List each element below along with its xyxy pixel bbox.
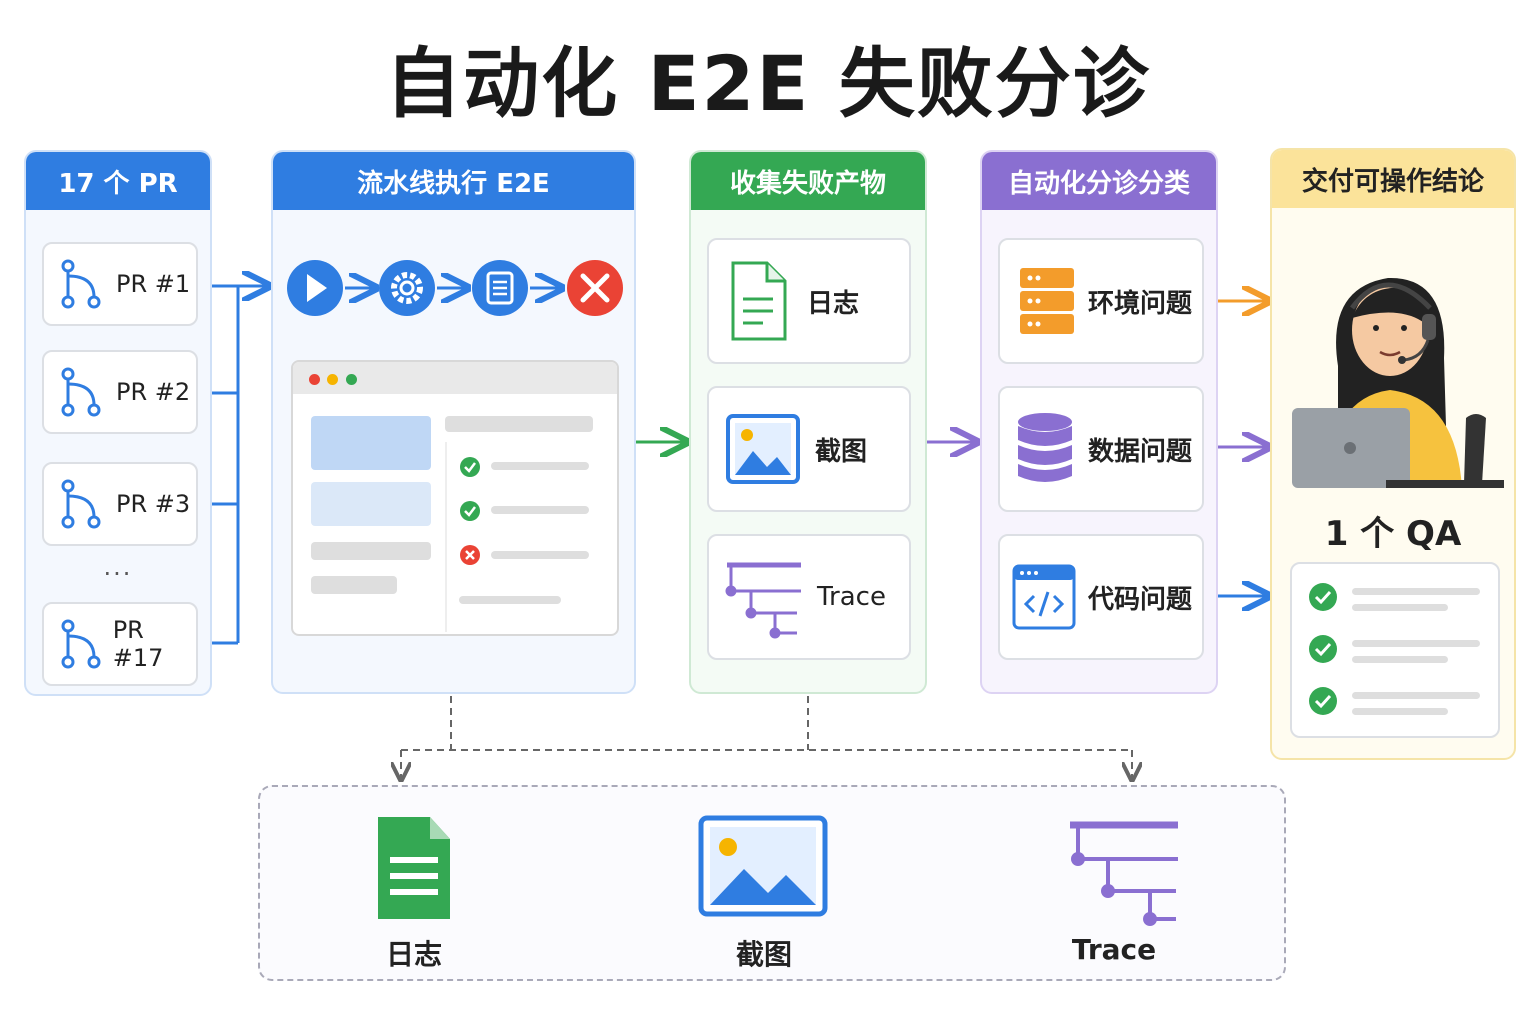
deliver-panel: 交付可操作结论 1 个 QA bbox=[1270, 148, 1516, 760]
placeholder-line bbox=[311, 542, 431, 560]
triage-env[interactable]: 环境问题 bbox=[998, 238, 1204, 364]
pr-card-3[interactable]: PR #3 bbox=[42, 462, 198, 546]
artifact-label: 日志 bbox=[807, 288, 860, 319]
triage-label: 数据问题 bbox=[1088, 436, 1193, 467]
git-branch-icon bbox=[61, 479, 101, 529]
artifact-log[interactable]: 日志 bbox=[707, 238, 911, 364]
artifact-screenshot[interactable]: 截图 bbox=[707, 386, 911, 512]
image-icon bbox=[698, 815, 828, 917]
browser-titlebar bbox=[293, 362, 617, 394]
trace-icon bbox=[725, 562, 801, 639]
pipeline-panel-header: 流水线执行 E2E bbox=[273, 152, 634, 210]
pr-label: PR #3 bbox=[116, 490, 191, 518]
error-icon bbox=[460, 545, 480, 565]
check-icon bbox=[1309, 635, 1337, 663]
storage-label: Trace bbox=[1071, 933, 1157, 966]
maximize-dot bbox=[346, 374, 357, 385]
pipeline-steps bbox=[287, 260, 623, 316]
pr-card-2[interactable]: PR #2 bbox=[42, 350, 198, 434]
placeholder-line bbox=[1352, 708, 1448, 715]
pr-label: PR #17 bbox=[112, 616, 164, 672]
triage-panel: 自动化分诊分类 环境问题 数据问题 代码问题 bbox=[980, 150, 1218, 694]
triage-data[interactable]: 数据问题 bbox=[998, 386, 1204, 512]
log-file-icon bbox=[378, 817, 450, 919]
content-block bbox=[311, 482, 431, 526]
artifacts-panel: 收集失败产物 日志 截图 Trace bbox=[689, 150, 927, 694]
trace-icon bbox=[1070, 821, 1178, 926]
triage-label: 代码问题 bbox=[1088, 584, 1193, 615]
triage-code[interactable]: 代码问题 bbox=[998, 534, 1204, 660]
triage-panel-header: 自动化分诊分类 bbox=[982, 152, 1216, 210]
git-branch-icon bbox=[61, 619, 101, 669]
placeholder-line bbox=[459, 596, 561, 604]
qa-person-illustration bbox=[1292, 277, 1504, 488]
close-dot bbox=[309, 374, 320, 385]
log-file-icon bbox=[731, 261, 787, 341]
conclusion-checklist bbox=[1290, 562, 1500, 738]
content-block bbox=[311, 416, 431, 470]
pr-panel-header: 17 个 PR bbox=[26, 152, 210, 210]
play-icon bbox=[287, 260, 343, 316]
placeholder-line bbox=[311, 576, 397, 594]
triage-label: 环境问题 bbox=[1088, 288, 1193, 319]
placeholder-line bbox=[1352, 692, 1480, 699]
browser-window bbox=[291, 360, 619, 636]
check-icon bbox=[460, 457, 480, 477]
minimize-dot bbox=[327, 374, 338, 385]
storage-label: 日志 bbox=[385, 938, 442, 971]
artifact-label: Trace bbox=[817, 582, 886, 612]
server-icon bbox=[1020, 268, 1074, 334]
check-icon bbox=[1309, 583, 1337, 611]
pr-label: PR #1 bbox=[116, 270, 191, 298]
pr-card-1[interactable]: PR #1 bbox=[42, 242, 198, 326]
pr-panel: 17 个 PR PR #1 PR #2 PR #3 ··· PR #17 bbox=[24, 150, 212, 696]
document-icon bbox=[472, 260, 528, 316]
fail-icon bbox=[567, 260, 623, 316]
check-icon bbox=[1309, 687, 1337, 715]
database-icon bbox=[1018, 413, 1072, 482]
placeholder-line bbox=[491, 551, 589, 559]
pipeline-panel: 流水线执行 E2E bbox=[271, 150, 636, 694]
storage-label: 截图 bbox=[735, 938, 792, 971]
divider bbox=[445, 442, 447, 632]
placeholder-line bbox=[1352, 640, 1480, 647]
placeholder-line bbox=[491, 462, 589, 470]
qa-count-label: 1 个 QA bbox=[1324, 514, 1462, 554]
pr-card-17[interactable]: PR #17 bbox=[42, 602, 198, 686]
artifacts-storage: 日志 截图 Trace bbox=[258, 785, 1286, 981]
artifacts-panel-header: 收集失败产物 bbox=[691, 152, 925, 210]
placeholder-line bbox=[491, 506, 589, 514]
pr-label: PR #2 bbox=[116, 378, 191, 406]
pr-ellipsis: ··· bbox=[103, 560, 133, 588]
placeholder-line bbox=[1352, 656, 1448, 663]
placeholder-line bbox=[445, 416, 593, 432]
deliver-panel-header: 交付可操作结论 bbox=[1272, 150, 1514, 208]
code-window-icon bbox=[1012, 564, 1076, 630]
page-title: 自动化 E2E 失败分诊 bbox=[385, 39, 1151, 128]
image-icon bbox=[726, 414, 800, 484]
gear-icon bbox=[379, 260, 435, 316]
git-branch-icon bbox=[61, 367, 101, 417]
artifact-trace[interactable]: Trace bbox=[707, 534, 911, 660]
git-branch-icon bbox=[61, 259, 101, 309]
check-icon bbox=[460, 501, 480, 521]
placeholder-line bbox=[1352, 604, 1448, 611]
artifact-label: 截图 bbox=[815, 436, 868, 467]
placeholder-line bbox=[1352, 588, 1480, 595]
